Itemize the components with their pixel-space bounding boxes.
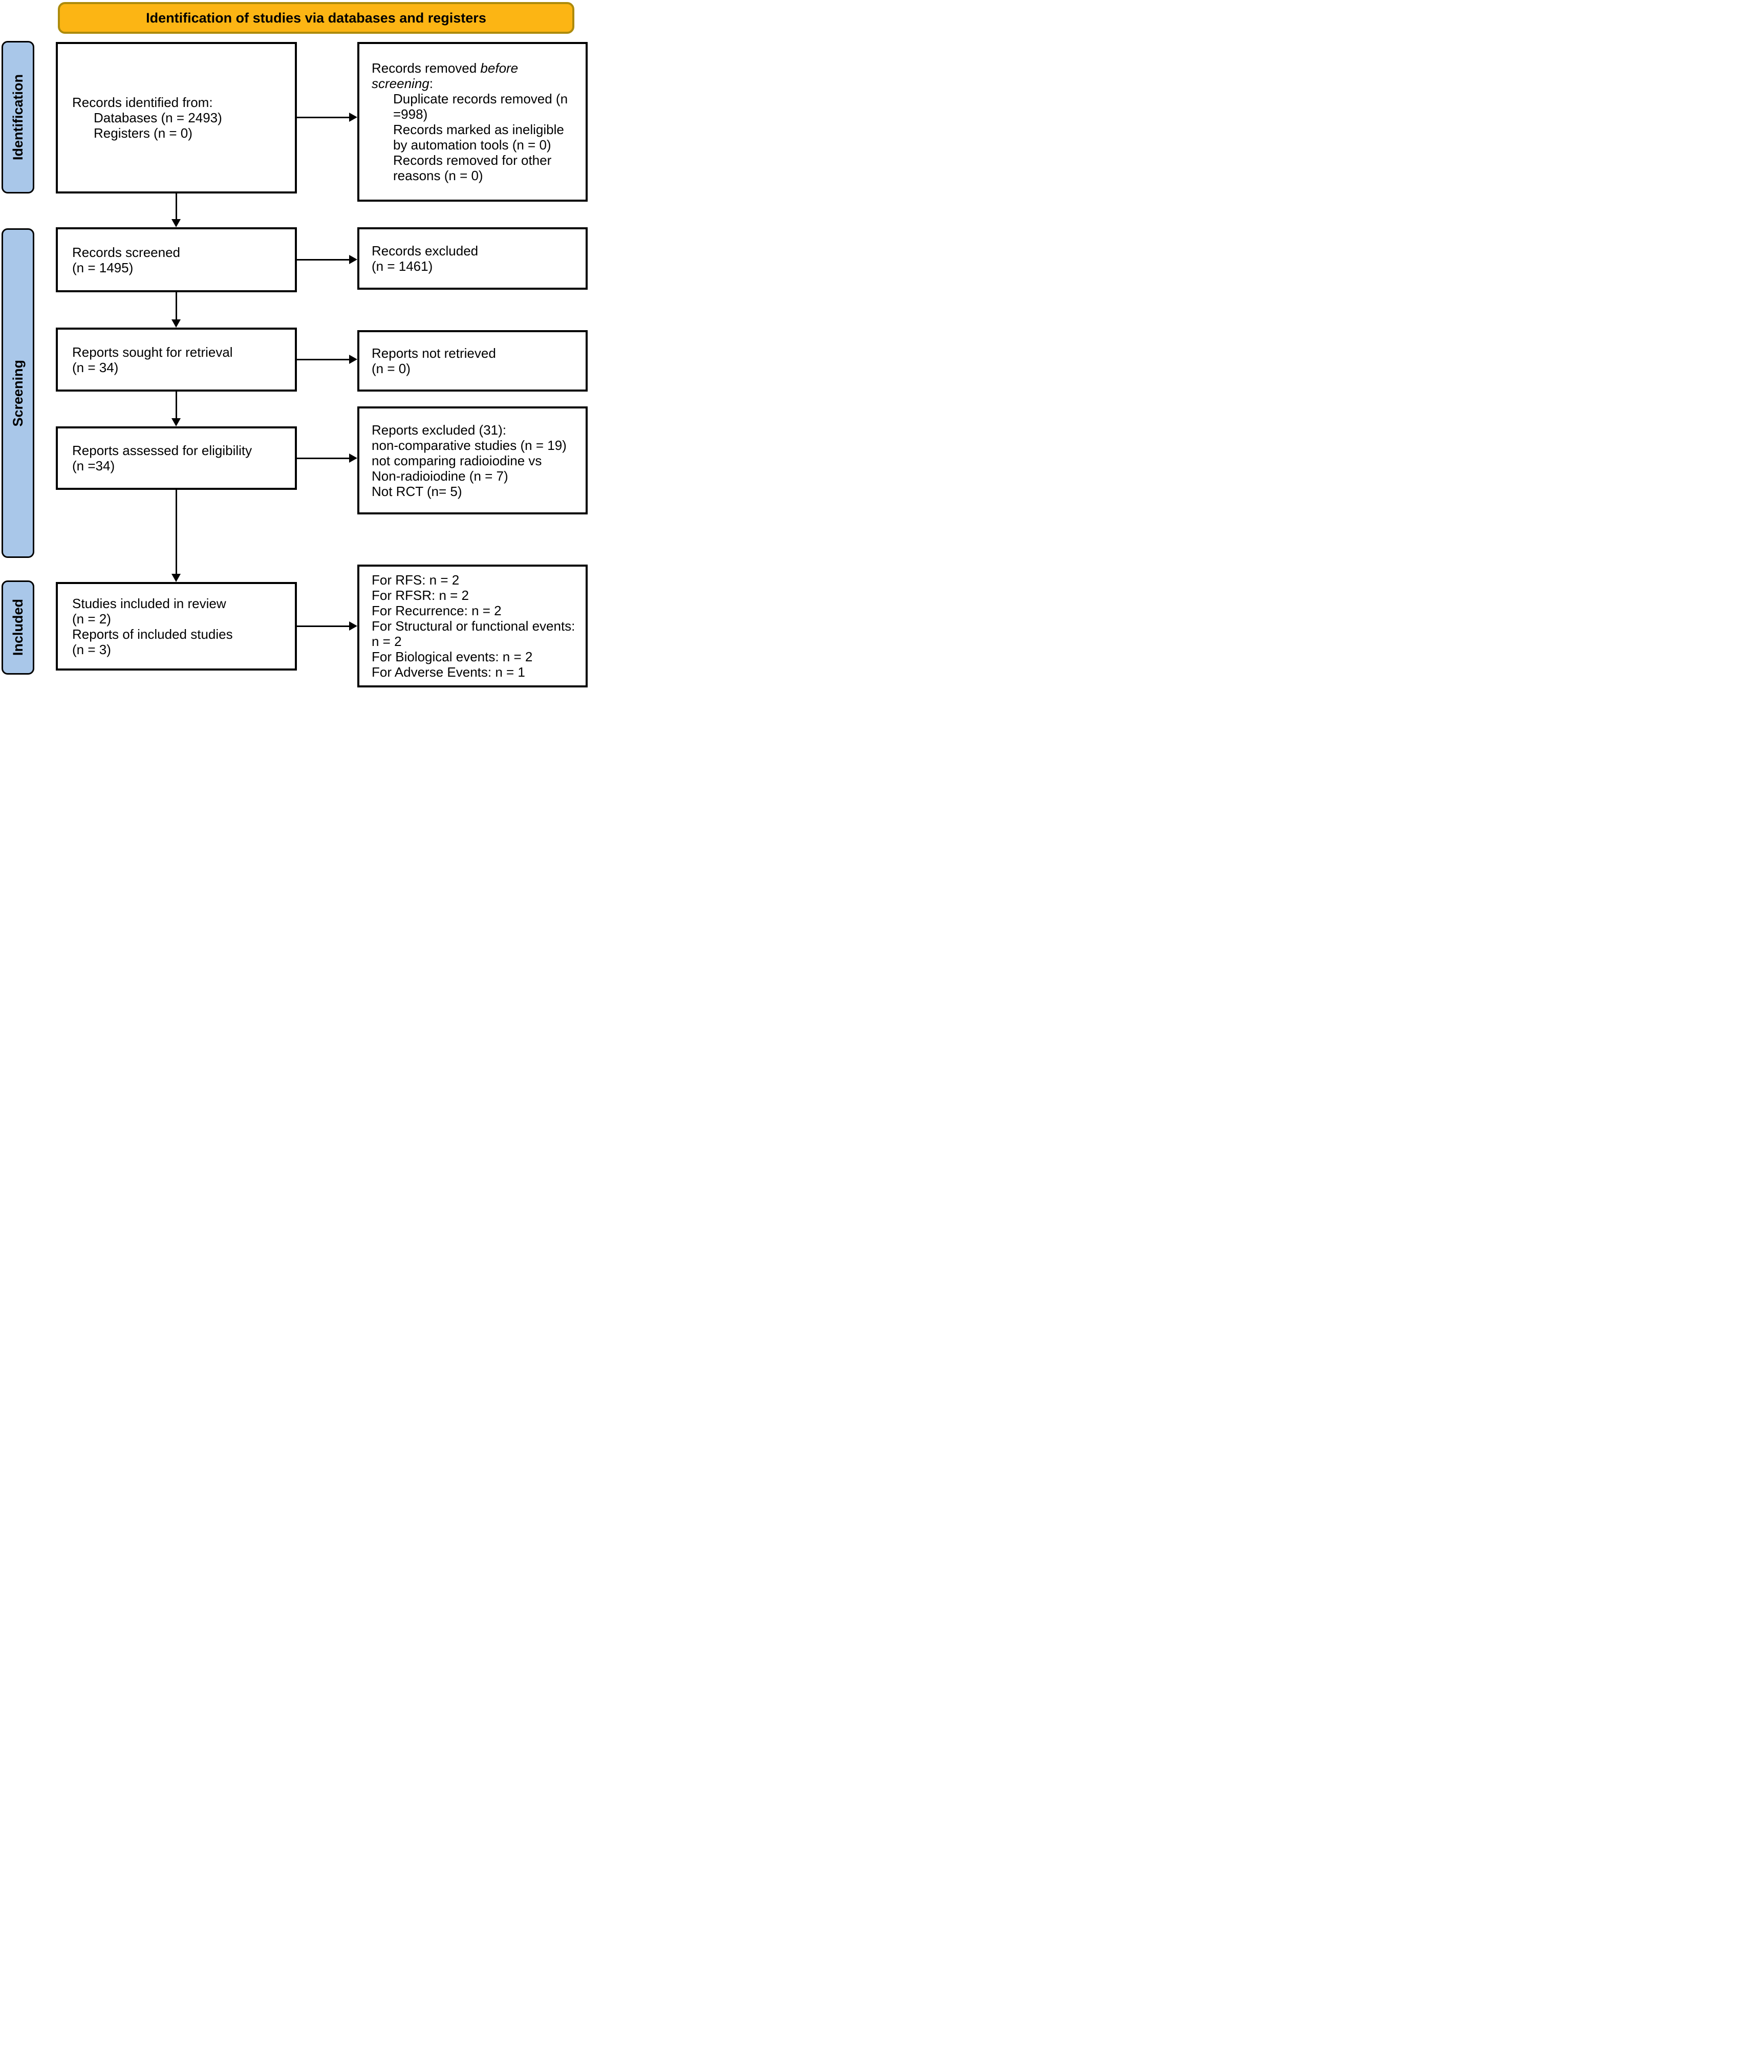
arrow-screened-to-excluded-shaft bbox=[297, 259, 349, 261]
text-line: For Adverse Events: n = 1 bbox=[372, 664, 525, 680]
arrowhead-right-icon bbox=[349, 454, 357, 463]
stage-label-text: Screening bbox=[10, 359, 26, 427]
arrowhead-down-icon bbox=[171, 219, 181, 227]
records-screened-box: Records screened (n = 1495) bbox=[56, 227, 297, 292]
reports-assessed-box: Reports assessed for eligibility (n =34) bbox=[56, 426, 297, 490]
reports-excluded-box: Reports excluded (31): non-comparative s… bbox=[357, 406, 588, 514]
outcomes-box: For RFS: n = 2 For RFSR: n = 2 For Recur… bbox=[357, 565, 588, 687]
arrow-identified-to-screened-shaft bbox=[176, 193, 177, 220]
text-line: (n = 34) bbox=[72, 359, 119, 375]
reports-sought-box: Reports sought for retrieval (n = 34) bbox=[56, 328, 297, 392]
text-line-indented: Records removed for other reasons (n = 0… bbox=[393, 153, 552, 183]
text-segment: : bbox=[429, 76, 433, 91]
arrow-assessed-to-included-shaft bbox=[176, 490, 177, 574]
text-line-indented: Records marked as ineligible by automati… bbox=[393, 122, 564, 153]
text-line: Studies included in review bbox=[72, 595, 226, 611]
arrowhead-right-icon bbox=[349, 255, 357, 264]
text-line: Records screened bbox=[72, 244, 180, 260]
text-line: For Recurrence: n = 2 bbox=[372, 603, 502, 618]
text-line: (n =34) bbox=[72, 458, 115, 473]
text-segment: Records removed bbox=[372, 60, 481, 76]
text-line: (n = 1461) bbox=[372, 258, 433, 274]
arrow-screened-to-sought-shaft bbox=[176, 292, 177, 319]
arrowhead-right-icon bbox=[349, 113, 357, 122]
prisma-flow-diagram: Identification of studies via databases … bbox=[0, 0, 588, 690]
text-line: (n = 2) bbox=[72, 611, 111, 627]
arrow-sought-to-not-retrieved-shaft bbox=[297, 359, 349, 360]
arrowhead-down-icon bbox=[171, 319, 181, 328]
text-line: Non-radioiodine (n = 7) bbox=[372, 468, 508, 484]
text-line-indented: Duplicate records removed (n =998) bbox=[393, 91, 568, 122]
stage-label-identification: Identification bbox=[2, 41, 34, 193]
text-line: not comparing radioiodine vs bbox=[372, 452, 542, 468]
text-line: For RFSR: n = 2 bbox=[372, 588, 469, 603]
header-banner: Identification of studies via databases … bbox=[58, 2, 574, 34]
stage-label-included: Included bbox=[2, 580, 34, 675]
arrow-included-to-outcomes-shaft bbox=[297, 625, 349, 627]
text-line: Reports excluded (31): bbox=[372, 422, 507, 438]
arrowhead-right-icon bbox=[349, 355, 357, 364]
stage-label-text: Included bbox=[10, 599, 26, 656]
stage-label-screening: Screening bbox=[2, 228, 34, 558]
arrow-identified-to-removed-shaft bbox=[297, 117, 349, 118]
reports-not-retrieved-box: Reports not retrieved (n = 0) bbox=[357, 330, 588, 392]
arrowhead-right-icon bbox=[349, 621, 357, 631]
text-line: Records excluded bbox=[372, 243, 479, 258]
arrowhead-down-icon bbox=[171, 574, 181, 582]
text-line: Reports of included studies bbox=[72, 626, 233, 642]
text-line: For Structural or functional events: n =… bbox=[372, 618, 575, 649]
text-line: Reports assessed for eligibility bbox=[72, 443, 252, 458]
text-line: Records identified from: bbox=[72, 95, 213, 110]
arrow-assessed-to-reports-excluded-shaft bbox=[297, 458, 349, 459]
text-line: (n = 1495) bbox=[72, 260, 134, 275]
text-line: (n = 0) bbox=[372, 361, 411, 376]
text-line-indented: Databases (n = 2493) bbox=[94, 110, 222, 125]
text-line: non-comparative studies (n = 19) bbox=[372, 437, 567, 453]
records-excluded-box: Records excluded (n = 1461) bbox=[357, 227, 588, 290]
header-title: Identification of studies via databases … bbox=[146, 10, 486, 26]
records-removed-box: Records removed before screening: Duplic… bbox=[357, 42, 588, 202]
arrowhead-down-icon bbox=[171, 418, 181, 426]
text-line: For RFS: n = 2 bbox=[372, 572, 460, 588]
text-line: Reports sought for retrieval bbox=[72, 344, 233, 360]
stage-label-text: Identification bbox=[10, 74, 26, 160]
records-identified-box: Records identified from: Databases (n = … bbox=[56, 42, 297, 193]
studies-included-box: Studies included in review (n = 2) Repor… bbox=[56, 582, 297, 671]
text-line: Not RCT (n= 5) bbox=[372, 483, 462, 499]
text-line: (n = 3) bbox=[72, 641, 111, 657]
text-line: For Biological events: n = 2 bbox=[372, 649, 533, 664]
text-segment-italic: before screening bbox=[372, 60, 519, 91]
text-line-indented: Registers (n = 0) bbox=[94, 125, 192, 141]
arrow-sought-to-assessed-shaft bbox=[176, 392, 177, 418]
text-line: Reports not retrieved bbox=[372, 346, 496, 361]
text-line: Records removed before screening: bbox=[372, 60, 579, 91]
